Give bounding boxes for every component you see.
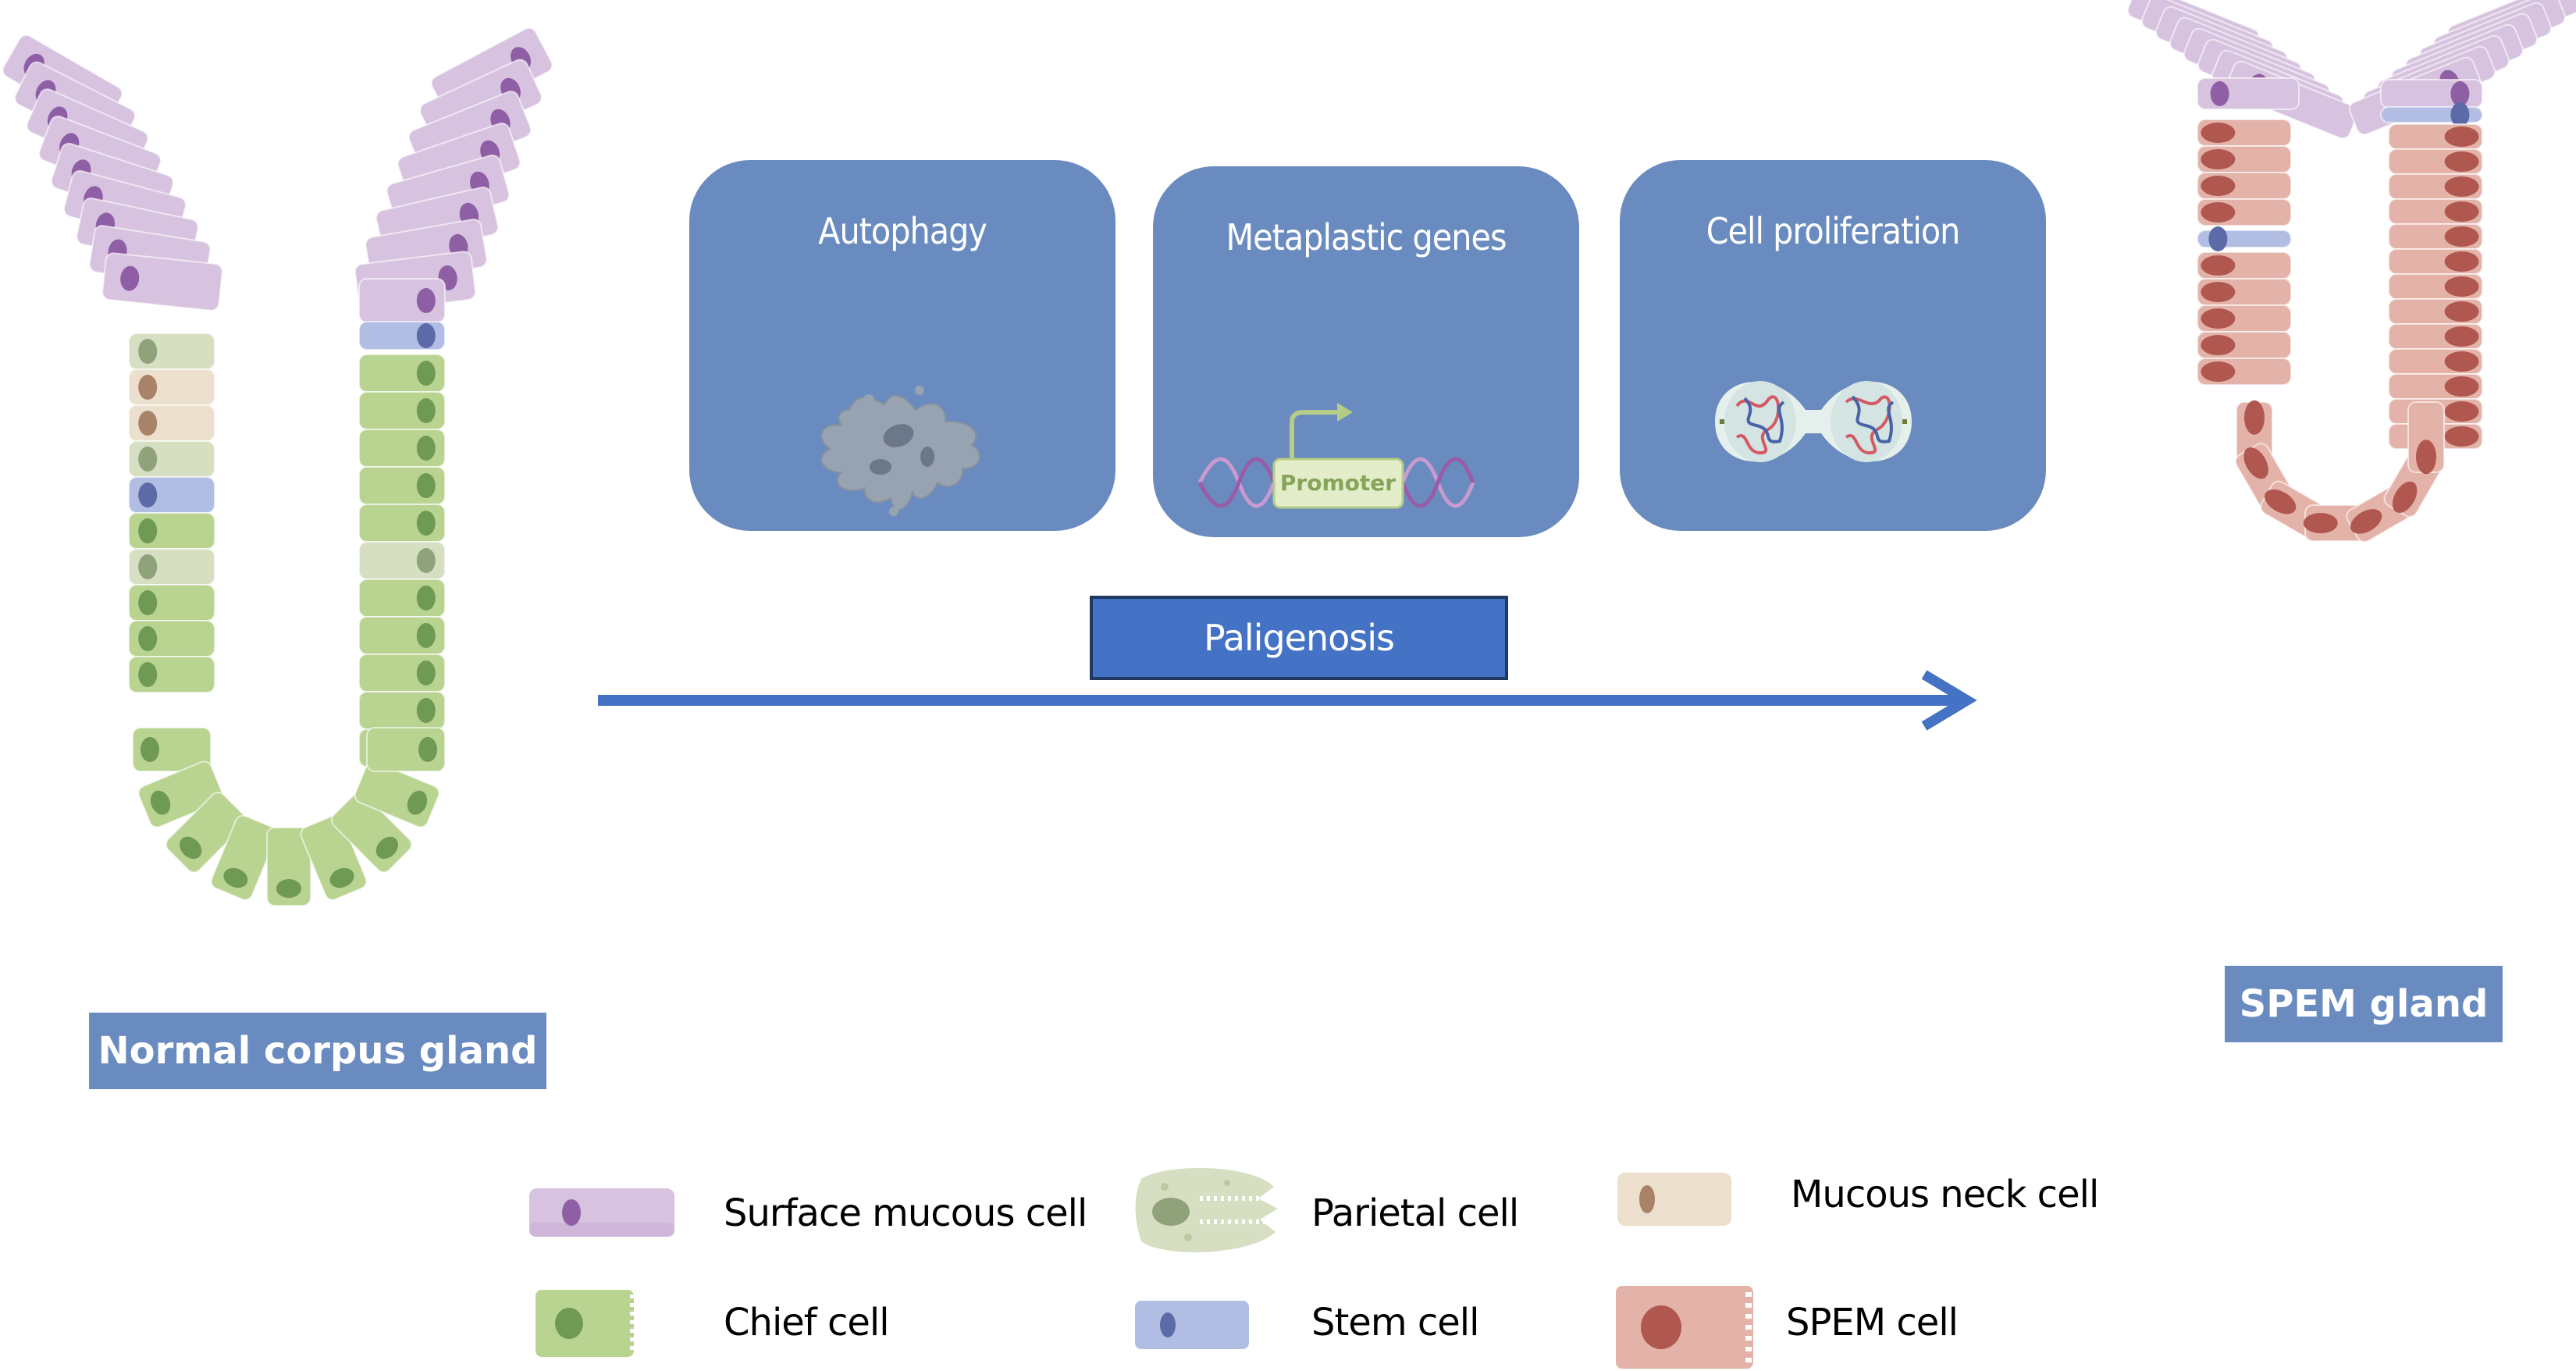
spem-cell xyxy=(2388,223,2483,250)
legend-chief-cell: Chief cell xyxy=(724,1301,890,1344)
stage-autophagy: Autophagy xyxy=(689,160,1115,531)
legend-stem-cell: Stem cell xyxy=(1311,1301,1479,1344)
legend-parietal-cell: Parietal cell xyxy=(1311,1191,1519,1235)
promoter-label: Promoter xyxy=(1280,470,1396,496)
surface-mucous-cell xyxy=(2197,77,2300,110)
spem-cell-swatch-icon xyxy=(1616,1286,1753,1369)
chief-cell xyxy=(210,814,278,901)
spem-cell xyxy=(2197,119,2292,147)
spem-cell xyxy=(2197,172,2292,200)
gland-cell xyxy=(358,579,446,618)
gland-cell xyxy=(358,391,446,430)
mucous-neck-cell-swatch-icon xyxy=(1617,1173,1731,1226)
gland-cell xyxy=(358,653,446,693)
spem-cell xyxy=(2388,248,2483,275)
gland-cell xyxy=(128,656,215,693)
normal-corpus-gland-label: Normal corpus gland xyxy=(89,1013,546,1089)
chief-cell xyxy=(137,760,224,828)
paligenosis-label: Paligenosis xyxy=(1090,596,1508,680)
gland-cell xyxy=(358,616,446,655)
spem-gland-label: SPEM gland xyxy=(2225,966,2503,1042)
gland-cell xyxy=(128,620,215,657)
legend-surface-mucous-cell: Surface mucous cell xyxy=(724,1191,1087,1235)
spem-cell xyxy=(2388,173,2483,200)
promoter-dna-icon: Promoter xyxy=(1197,403,1475,509)
stem-cell xyxy=(358,321,446,351)
gland-cell xyxy=(128,404,215,442)
surface-mucous-cell xyxy=(101,252,223,312)
spem-cell xyxy=(2388,323,2483,350)
stem-cell-swatch-icon xyxy=(1135,1301,1249,1349)
gland-cell xyxy=(128,333,215,370)
chief-cell xyxy=(331,792,413,874)
surface-mucous-cell xyxy=(358,278,446,323)
stage-autophagy-title: Autophagy xyxy=(818,210,987,252)
chief-cell xyxy=(165,792,247,874)
surface-mucous-cell xyxy=(2380,79,2483,109)
spem-cell xyxy=(2388,198,2483,225)
stem-cell xyxy=(2380,102,2483,127)
gland-cell xyxy=(128,476,215,514)
gland-cell xyxy=(128,512,215,550)
stage-cell-proliferation-title: Cell proliferation xyxy=(1706,210,1961,252)
spem-cell xyxy=(2197,145,2292,173)
surface-mucous-cell-swatch-icon xyxy=(529,1188,674,1237)
stage-metaplastic-genes: Metaplastic genes Promoter xyxy=(1153,166,1579,537)
stem-cell xyxy=(2197,226,2292,251)
gland-cell xyxy=(128,548,215,586)
gland-cell xyxy=(358,466,446,505)
stage-metaplastic-genes-title: Metaplastic genes xyxy=(1226,216,1507,258)
autophagy-cell-icon xyxy=(820,386,980,516)
gland-cell xyxy=(358,691,446,730)
gland-cell xyxy=(358,504,446,543)
gland-cell xyxy=(358,541,446,580)
chief-cell-swatch-icon xyxy=(535,1290,635,1357)
chief-cell xyxy=(366,727,446,772)
gland-cell xyxy=(128,369,215,406)
spem-cell xyxy=(2388,273,2483,300)
chief-cell xyxy=(300,814,368,901)
spem-cell xyxy=(2388,373,2483,400)
spem-cell xyxy=(2388,123,2483,150)
gland-cell xyxy=(358,429,446,468)
chief-cell xyxy=(132,727,212,772)
gland-cell xyxy=(358,354,446,393)
legend-spem-cell: SPEM cell xyxy=(1786,1301,1959,1344)
parietal-cell-swatch-icon xyxy=(1135,1168,1278,1252)
spem-cell xyxy=(2197,198,2292,226)
spem-cell xyxy=(2388,148,2483,175)
spem-cell xyxy=(2388,298,2483,325)
legend-mucous-neck-cell: Mucous neck cell xyxy=(1791,1173,2099,1216)
chief-cell xyxy=(354,760,440,828)
dividing-cell-icon xyxy=(1715,381,1912,462)
chief-cell xyxy=(266,827,311,906)
spem-cell xyxy=(2197,331,2292,359)
spem-cell xyxy=(2197,251,2292,280)
stage-cell-proliferation: Cell proliferation xyxy=(1620,160,2046,531)
spem-cell xyxy=(2197,358,2292,386)
spem-cell xyxy=(2407,401,2445,475)
right-arrow-icon xyxy=(598,670,1977,731)
gland-cell xyxy=(128,440,215,478)
spem-gland-illustration xyxy=(2126,0,2576,543)
gland-cell xyxy=(128,584,215,621)
normal-corpus-gland-illustration xyxy=(2,27,553,906)
spem-cell xyxy=(2197,304,2292,333)
spem-cell xyxy=(2197,278,2292,306)
spem-cell xyxy=(2388,348,2483,375)
